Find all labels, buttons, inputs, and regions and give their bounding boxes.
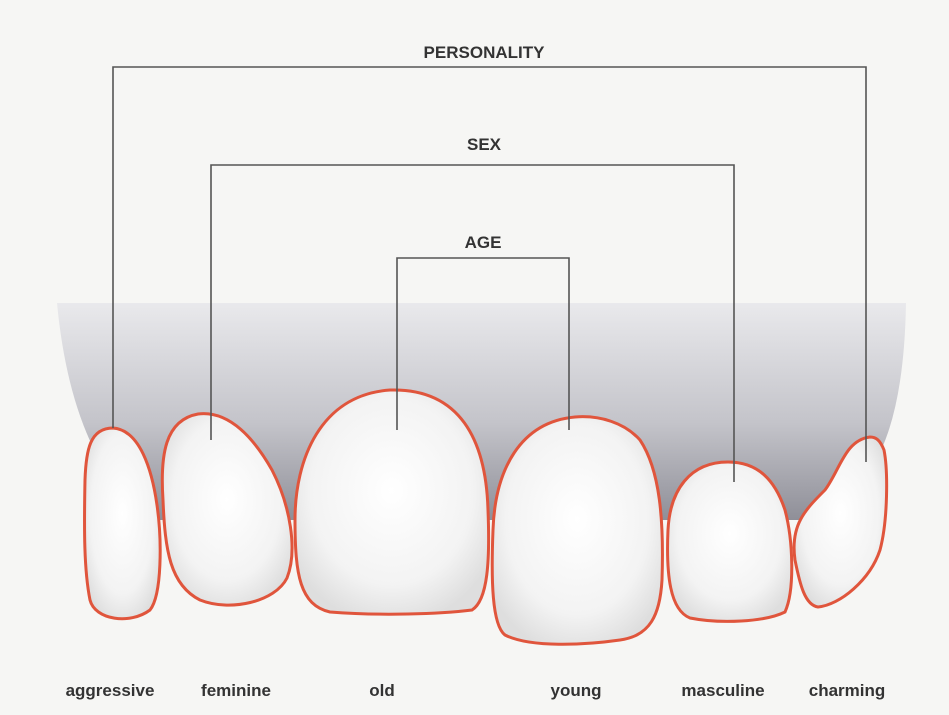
label-feminine: feminine	[201, 681, 271, 700]
label-sex: SEX	[467, 135, 502, 154]
label-aggressive: aggressive	[66, 681, 155, 700]
tooth-masculine	[668, 462, 792, 621]
label-charming: charming	[809, 681, 886, 700]
label-personality: PERSONALITY	[424, 43, 546, 62]
tooth-old	[295, 390, 489, 614]
label-age: AGE	[465, 233, 502, 252]
tooth-young	[492, 417, 662, 645]
label-young: young	[551, 681, 602, 700]
label-old: old	[369, 681, 395, 700]
label-masculine: masculine	[681, 681, 764, 700]
